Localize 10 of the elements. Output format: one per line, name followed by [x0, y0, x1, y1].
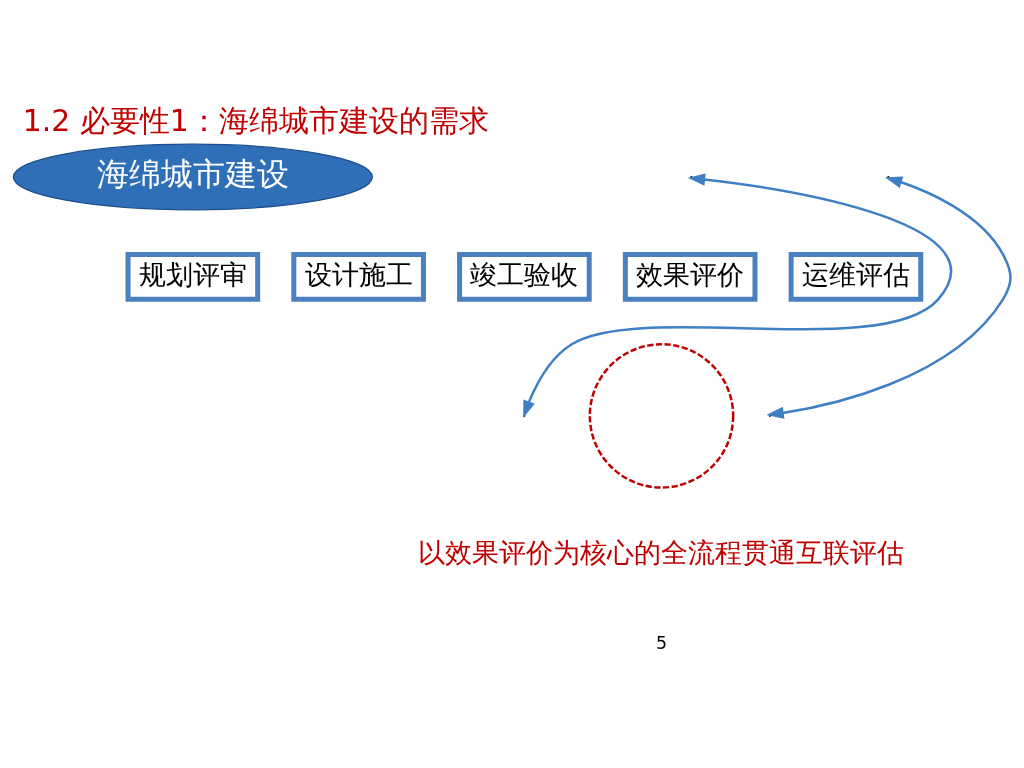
node-box: 设计施工	[291, 251, 426, 302]
node-box: 竣工验收	[457, 251, 592, 302]
node-ellipse: 海绵城市建设	[12, 143, 373, 210]
node-box: 效果评价	[622, 251, 758, 302]
node-box: 运维评估	[788, 251, 924, 302]
label: 5	[655, 632, 668, 653]
caption: 以效果评价为核心的全流程贯通互联评估	[418, 536, 905, 568]
node-circle	[588, 342, 735, 489]
diagram-title: 1.2 必要性1：海绵城市建设的需求	[22, 102, 489, 138]
node-box: 规划评审	[125, 251, 261, 302]
